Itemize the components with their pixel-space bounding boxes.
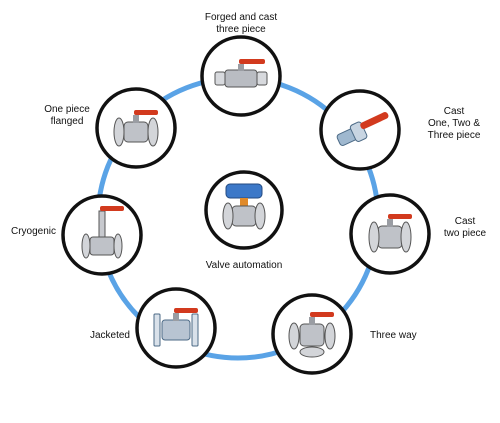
node-three-way[interactable] bbox=[271, 293, 353, 375]
node-cryogenic[interactable] bbox=[61, 194, 143, 276]
node-jacketed[interactable] bbox=[135, 287, 217, 369]
node-cast-two[interactable] bbox=[349, 193, 431, 275]
flanged-ball-valve-icon bbox=[113, 110, 159, 147]
cryogenic-ball-valve-icon bbox=[81, 206, 124, 259]
node-cast-one-two-three[interactable] bbox=[319, 89, 401, 171]
label-cryogenic: Cryogenic bbox=[10, 226, 56, 237]
node-valve-automation[interactable] bbox=[204, 170, 284, 250]
label-three-way: Three way bbox=[370, 330, 417, 341]
jacketed-ball-valve-icon bbox=[153, 308, 199, 347]
three-way-ball-valve-icon bbox=[288, 312, 336, 358]
three-piece-ball-valve-icon bbox=[214, 59, 268, 88]
label-jacketed: Jacketed bbox=[89, 330, 130, 341]
actuated-ball-valve-icon bbox=[222, 183, 266, 230]
label-valve-automation: Valve automation bbox=[205, 260, 283, 271]
two-piece-ball-valve-icon bbox=[368, 214, 412, 253]
node-forged[interactable] bbox=[200, 35, 282, 117]
node-one-piece-flanged[interactable] bbox=[95, 87, 177, 169]
lever-ball-valve-icon bbox=[336, 112, 389, 147]
